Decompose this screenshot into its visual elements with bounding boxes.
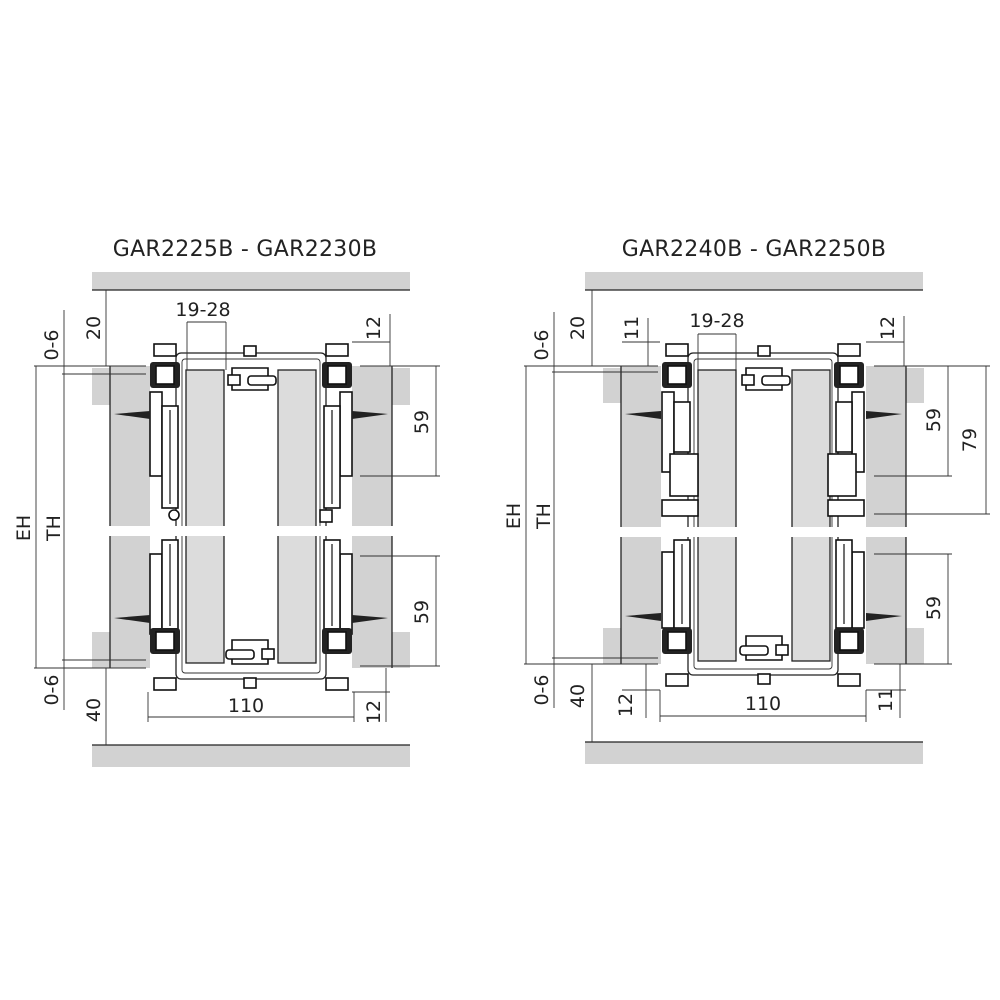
break-line — [80, 526, 420, 536]
dim-th: TH — [533, 503, 555, 530]
dim-width: 110 — [745, 693, 781, 715]
dim-upper-right: 59 — [923, 408, 945, 432]
bottom-rail — [585, 742, 923, 764]
dim-right-top: 12 — [877, 316, 899, 340]
screw-icon — [352, 615, 388, 623]
dim-bottom-gap: 40 — [83, 698, 105, 722]
screw-icon — [866, 613, 902, 621]
dim-eh: EH — [13, 515, 35, 541]
break-line — [590, 527, 930, 537]
dim-right-top: 12 — [363, 316, 385, 340]
dim-lower-right: 59 — [411, 600, 433, 624]
dim-th: TH — [43, 515, 65, 542]
center-bracket-top — [741, 345, 791, 391]
screw-icon — [114, 411, 150, 419]
screw-icon — [625, 411, 661, 419]
dim-top-gap: 20 — [567, 316, 589, 340]
top-rail — [585, 272, 923, 290]
assembly-title: GAR2225B - GAR2230B — [113, 237, 378, 262]
assembly-left: GAR2225B - GAR2230B — [13, 237, 440, 767]
dimension-lines — [34, 290, 440, 745]
dim-range-top: 19-28 — [175, 299, 230, 321]
dim-side-bottom: 0-6 — [41, 674, 63, 705]
dim-side-top: 0-6 — [41, 329, 63, 360]
side-panel-right — [352, 366, 410, 668]
center-bracket-top — [227, 345, 277, 391]
dim-right-bottom: 12 — [363, 700, 385, 724]
dim-side-top: 0-6 — [531, 329, 553, 360]
screw-icon — [625, 613, 661, 621]
dim-width: 110 — [228, 695, 264, 717]
slat-right — [791, 369, 831, 662]
screw-icon — [352, 411, 388, 419]
screw-icon — [114, 615, 150, 623]
top-rail — [92, 272, 410, 290]
hinge-right — [827, 343, 865, 687]
assembly-title: GAR2240B - GAR2250B — [622, 237, 887, 262]
dim-left-bottom: 12 — [615, 693, 637, 717]
dim-top-gap: 20 — [83, 316, 105, 340]
dim-lower-right: 59 — [923, 596, 945, 620]
dim-eh: EH — [503, 503, 525, 529]
hinge-left — [149, 343, 180, 691]
hinge-left — [661, 343, 699, 687]
dim-side-bottom: 0-6 — [531, 674, 553, 705]
screw-icon — [866, 411, 902, 419]
center-bracket-bottom — [739, 635, 789, 685]
dim-bottom-gap: 40 — [567, 684, 589, 708]
dim-right-bottom: 11 — [875, 688, 897, 712]
dim-range-top: 19-28 — [689, 310, 744, 332]
assembly-right: GAR2240B - GAR2250B — [503, 237, 990, 764]
slat-left — [697, 369, 737, 662]
slat-right — [277, 369, 317, 664]
center-bracket-bottom — [225, 639, 275, 689]
slat-left — [185, 369, 225, 664]
dim-left-top: 11 — [621, 316, 643, 340]
hinge-right — [319, 343, 353, 691]
dim-upper-right-outer: 79 — [959, 428, 981, 452]
dimension-lines — [524, 290, 990, 742]
bottom-rail — [92, 745, 410, 767]
side-panel-left — [92, 366, 150, 668]
dim-upper-right: 59 — [411, 410, 433, 434]
